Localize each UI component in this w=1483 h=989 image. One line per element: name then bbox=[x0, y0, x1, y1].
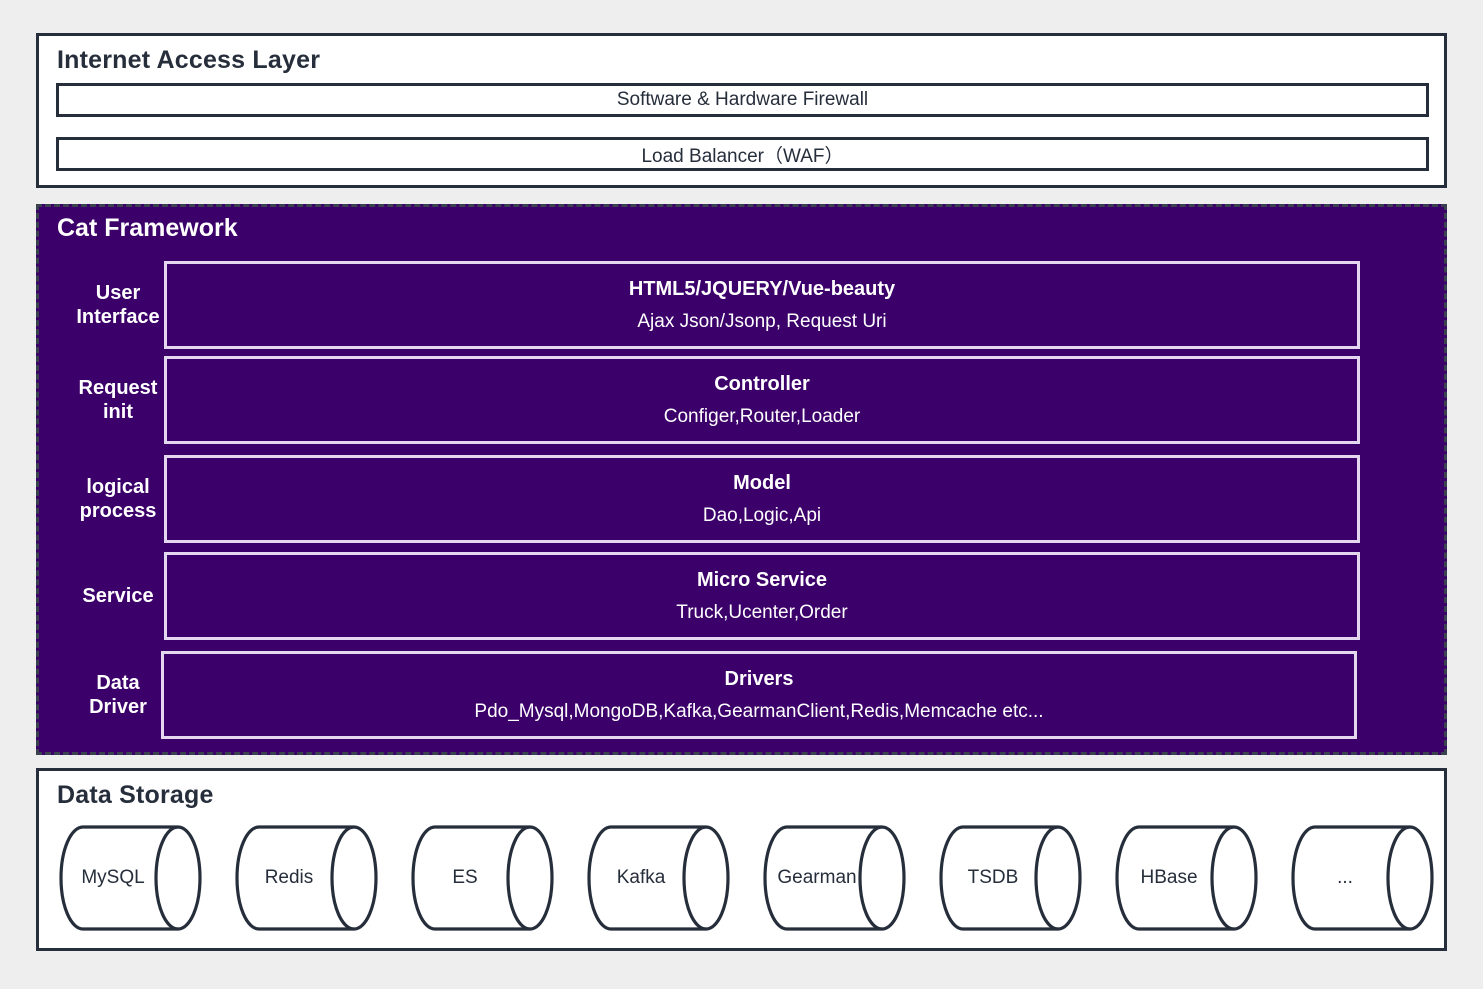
data-store-list: MySQL Redis ES bbox=[57, 823, 1434, 933]
row-box-title-micro-service: Micro Service bbox=[696, 568, 828, 591]
row-label-service: Service bbox=[82, 584, 154, 607]
row-box-subtitle-drivers: Pdo_Mysql,MongoDB,Kafka,GearmanClient,Re… bbox=[474, 700, 1044, 722]
row-box-controller: Controller Configer,Router,Loader bbox=[164, 356, 1360, 444]
internet-access-layer-panel: Internet Access Layer Software & Hardwar… bbox=[36, 33, 1447, 188]
row-box-title-drivers: Drivers bbox=[724, 667, 794, 690]
data-store-cylinder: Redis bbox=[233, 823, 380, 933]
row-box-micro-service: Micro Service Truck,Ucenter,Order bbox=[164, 552, 1360, 640]
row-box-drivers: Drivers Pdo_Mysql,MongoDB,Kafka,GearmanC… bbox=[161, 651, 1357, 739]
row-box-title-user-interface: HTML5/JQUERY/Vue-beauty bbox=[628, 277, 896, 300]
row-box-title-controller: Controller bbox=[714, 372, 810, 395]
data-store-cylinder: ES bbox=[409, 823, 556, 933]
row-box-user-interface: HTML5/JQUERY/Vue-beauty Ajax Json/Jsonp,… bbox=[164, 261, 1360, 349]
data-store-cylinder: HBase bbox=[1113, 823, 1260, 933]
load-balancer-box: Load Balancer（WAF） bbox=[56, 137, 1429, 171]
data-store-cylinder: ... bbox=[1289, 823, 1436, 933]
row-box-title-model: Model bbox=[733, 471, 791, 494]
data-store-cylinder: TSDB bbox=[937, 823, 1084, 933]
load-balancer-label: Load Balancer（WAF） bbox=[641, 145, 844, 167]
row-box-subtitle-model: Dao,Logic,Api bbox=[702, 504, 822, 526]
data-store-cylinder: MySQL bbox=[57, 823, 204, 933]
firewall-label: Software & Hardware Firewall bbox=[616, 89, 869, 110]
row-box-subtitle-user-interface: Ajax Json/Jsonp, Request Uri bbox=[637, 310, 887, 332]
data-store-cylinder: Kafka bbox=[585, 823, 732, 933]
cat-framework-title: Cat Framework bbox=[57, 214, 238, 242]
internet-access-layer-title: Internet Access Layer bbox=[57, 46, 321, 74]
row-box-model: Model Dao,Logic,Api bbox=[164, 455, 1360, 543]
data-storage-panel: Data Storage MySQL Redis bbox=[36, 768, 1447, 951]
row-box-subtitle-micro-service: Truck,Ucenter,Order bbox=[676, 601, 848, 623]
data-store-cylinder: Gearman bbox=[761, 823, 908, 933]
data-storage-title: Data Storage bbox=[57, 781, 214, 809]
framework-row-service: Service Micro Service Truck,Ucenter,Orde… bbox=[39, 552, 1444, 640]
firewall-box: Software & Hardware Firewall bbox=[56, 83, 1429, 117]
row-box-subtitle-controller: Configer,Router,Loader bbox=[663, 405, 861, 427]
